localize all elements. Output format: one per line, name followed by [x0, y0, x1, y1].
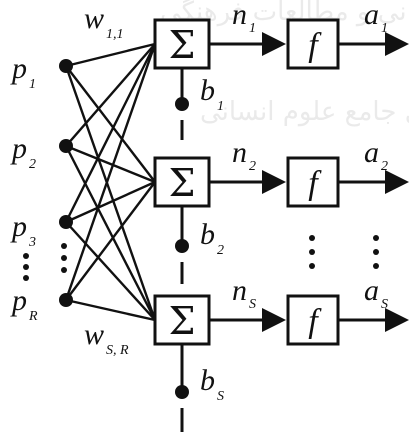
bias-node-2	[175, 239, 189, 253]
arrowhead-net-s	[262, 308, 286, 332]
sum-box-s	[153, 294, 211, 346]
input-node-r	[59, 293, 73, 307]
input-nodes	[23, 59, 73, 307]
arrowhead-net-2	[262, 170, 286, 194]
connection-r-s	[65, 298, 156, 322]
arrowhead-net-1	[262, 32, 286, 56]
arrowhead-out-1	[385, 32, 409, 56]
connection-3-2	[65, 180, 156, 224]
input-node-3	[59, 215, 73, 229]
connection-r-2	[65, 181, 156, 301]
arrowhead-out-s	[385, 308, 409, 332]
input-node-1	[59, 59, 73, 73]
weight-connections	[64, 42, 157, 322]
sigma-symbol-2: Σ	[169, 161, 196, 205]
input-ellipsis-dots	[23, 243, 67, 281]
connection-1-s	[64, 65, 157, 321]
neuron-ellipsis-dots	[309, 235, 379, 269]
connection-2-2	[65, 144, 156, 184]
connection-3-s	[65, 221, 156, 321]
bias-node-s	[175, 385, 189, 399]
connection-r-1	[64, 43, 157, 301]
watermark-line-2: پرتال جامع علوم انسانی	[200, 97, 409, 127]
bias-node-1	[175, 97, 189, 111]
input-node-2	[59, 139, 73, 153]
connection-3-1	[64, 43, 157, 223]
sum-box-1	[153, 18, 211, 70]
arrowhead-out-2	[385, 170, 409, 194]
sigma-symbol-s: Σ	[169, 299, 196, 343]
connection-2-s	[64, 145, 157, 321]
connection-1-1	[65, 42, 156, 68]
connection-1-2	[65, 65, 156, 183]
sigma-symbol-1: Σ	[169, 23, 196, 67]
activation-box-2	[286, 156, 340, 208]
activation-box-s	[286, 294, 340, 346]
connection-2-1	[65, 43, 156, 147]
